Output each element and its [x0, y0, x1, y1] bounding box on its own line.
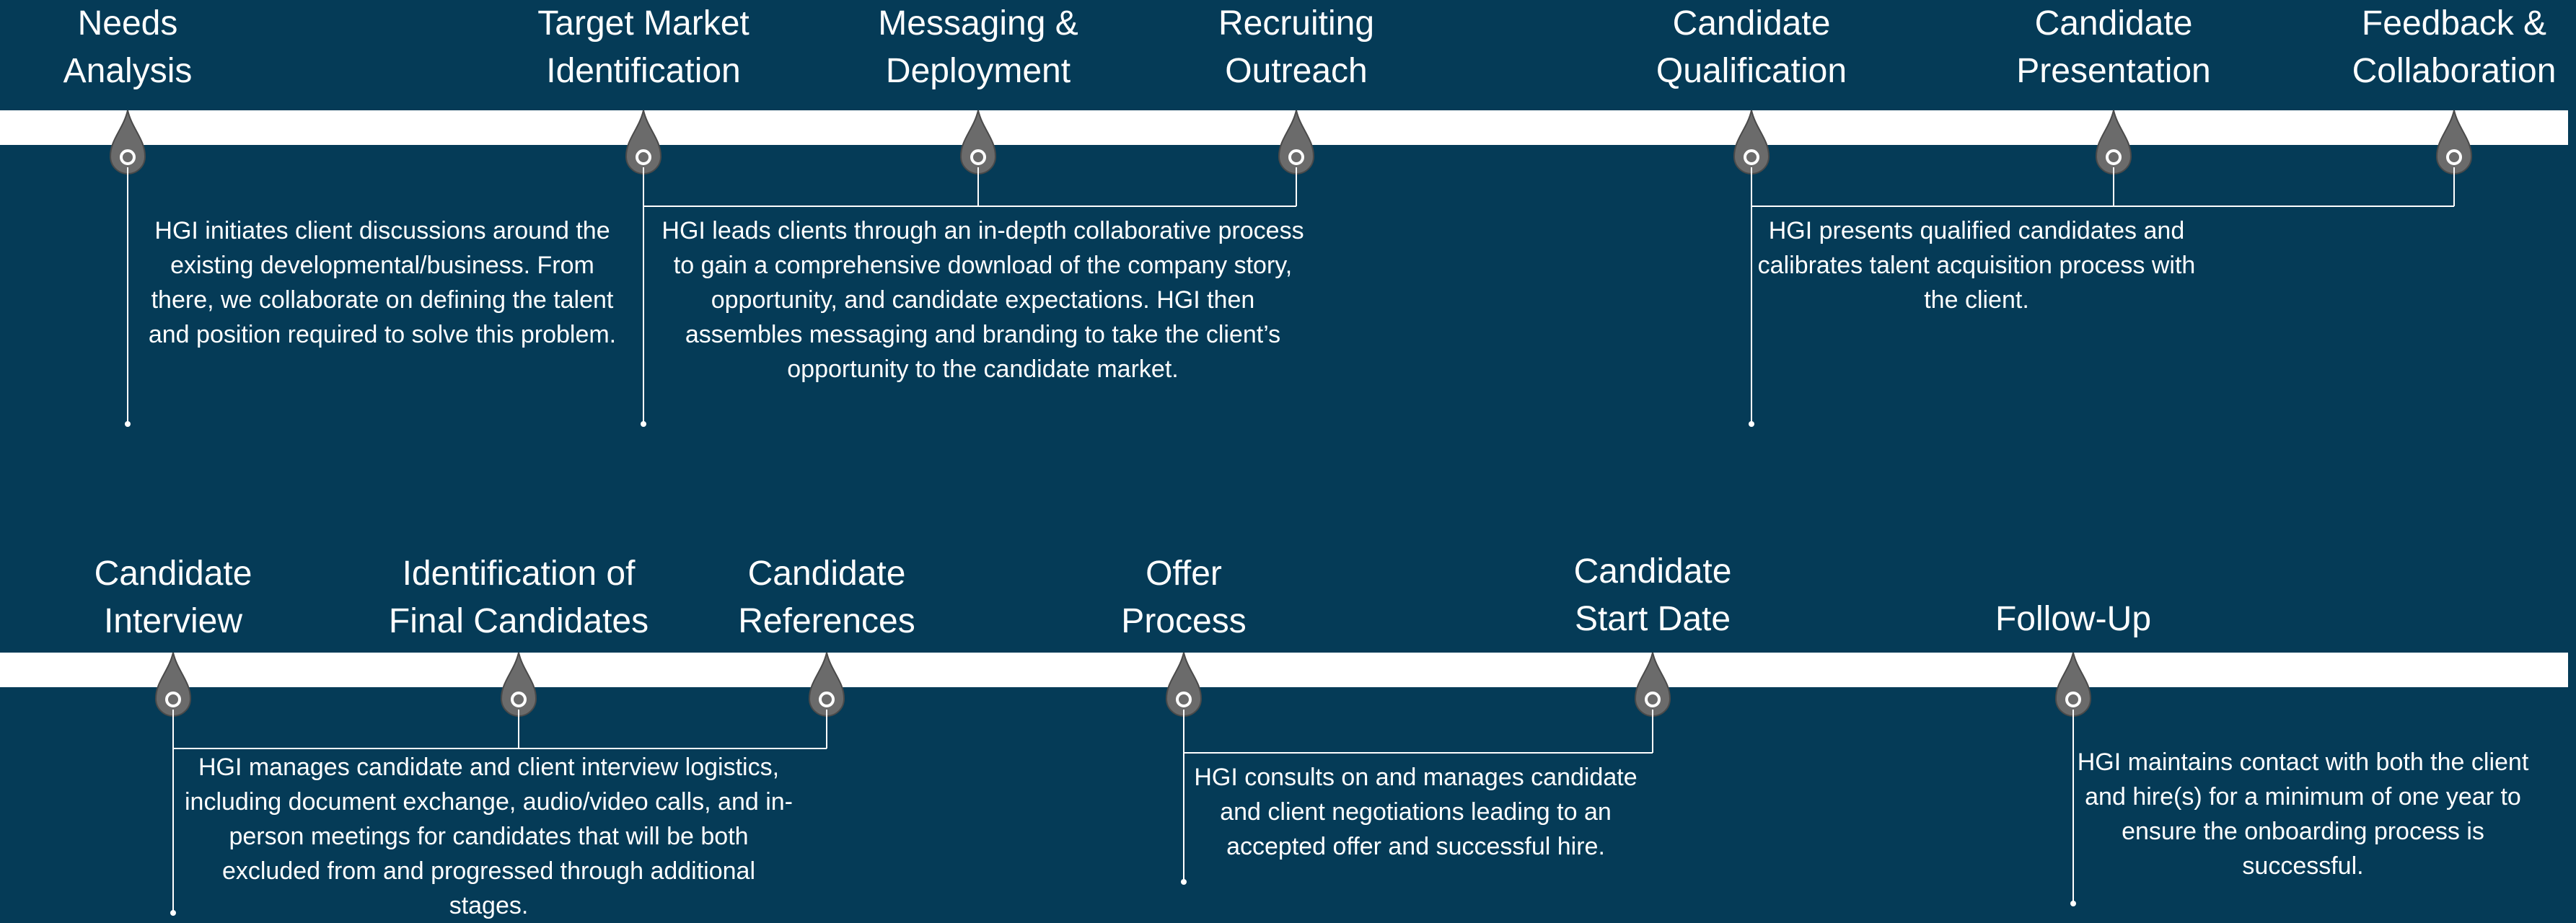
step-title-line: Analysis	[63, 52, 193, 90]
connector-end-dot	[1181, 879, 1187, 885]
step-title-line: Deployment	[885, 52, 1071, 90]
step-title-line: Presentation	[2016, 52, 2211, 90]
pin-marker-follow-up	[2054, 652, 2092, 717]
step-title-line: Candidate	[2034, 4, 2193, 43]
pin-marker-candidate-qualification	[1733, 110, 1770, 175]
pin-marker-recruiting-outreach	[1278, 110, 1315, 175]
step-title-identification-of-final-candidates: Identification of Final Candidates	[389, 550, 649, 645]
step-title-messaging-deployment: Messaging & Deployment	[878, 0, 1078, 95]
pin-marker-candidate-references	[808, 652, 845, 717]
step-title-line: Messaging &	[878, 4, 1078, 43]
pin-marker-candidate-presentation	[2095, 110, 2132, 175]
pin-marker-needs-analysis	[109, 110, 146, 175]
connector-end-dot	[2070, 901, 2076, 906]
pin-marker-offer-process	[1165, 652, 1203, 717]
connector-end-dot	[125, 421, 131, 427]
pin-marker-identification-of-final-candidates	[500, 652, 537, 717]
step-title-line: Start Date	[1574, 600, 1731, 638]
connector-end-dot	[641, 421, 646, 427]
step-title-line: Candidate	[94, 555, 252, 593]
step-title-line: Follow-Up	[1995, 600, 2152, 638]
description-interview-to-references: HGI manages candidate and client intervi…	[185, 754, 793, 919]
pin-marker-candidate-start-date	[1634, 652, 1671, 717]
step-title-line: Candidate	[747, 555, 906, 593]
step-title-line: Target Market	[537, 4, 749, 43]
description-follow-up: HGI maintains contact with both the clie…	[2077, 748, 2529, 880]
connector-end-dot	[1749, 421, 1754, 427]
step-title-line: Feedback &	[2361, 4, 2547, 43]
step-title-line: Collaboration	[2352, 52, 2557, 90]
step-title-line: Candidate	[1573, 552, 1732, 591]
description-qualification-to-feedback: HGI presents qualified candidates and ca…	[1757, 217, 2196, 314]
connector-end-dot	[170, 910, 176, 916]
step-title-line: Offer	[1146, 555, 1222, 593]
description-needs-analysis: HGI initiates client discussions around …	[148, 217, 617, 348]
pin-marker-messaging-deployment	[959, 110, 997, 175]
step-title-feedback-collaboration: Feedback & Collaboration	[2352, 0, 2557, 95]
step-title-line: Needs	[77, 4, 178, 43]
step-title-line: Candidate	[1672, 4, 1831, 43]
timeline-track-row-2	[0, 653, 2568, 687]
pin-marker-candidate-interview	[154, 652, 192, 717]
step-title-line: Interview	[103, 602, 243, 640]
description-offer-to-start-date: HGI consults on and manages candidate an…	[1194, 764, 1638, 860]
description-target-market-to-recruiting: HGI leads clients through an in-depth co…	[661, 217, 1304, 383]
pin-marker-target-market-identification	[625, 110, 662, 175]
step-title-line: Outreach	[1225, 52, 1368, 90]
step-title-line: Identification of	[402, 555, 636, 593]
step-title-line: Qualification	[1656, 52, 1847, 90]
pin-marker-feedback-collaboration	[2435, 110, 2473, 175]
step-title-line: References	[738, 602, 915, 640]
step-title-line: Recruiting	[1218, 4, 1375, 43]
step-title-follow-up: Follow-Up	[1995, 596, 2151, 643]
step-title-line: Identification	[546, 52, 741, 90]
step-title-line: Process	[1121, 602, 1247, 640]
step-title-line: Final Candidates	[388, 602, 649, 640]
